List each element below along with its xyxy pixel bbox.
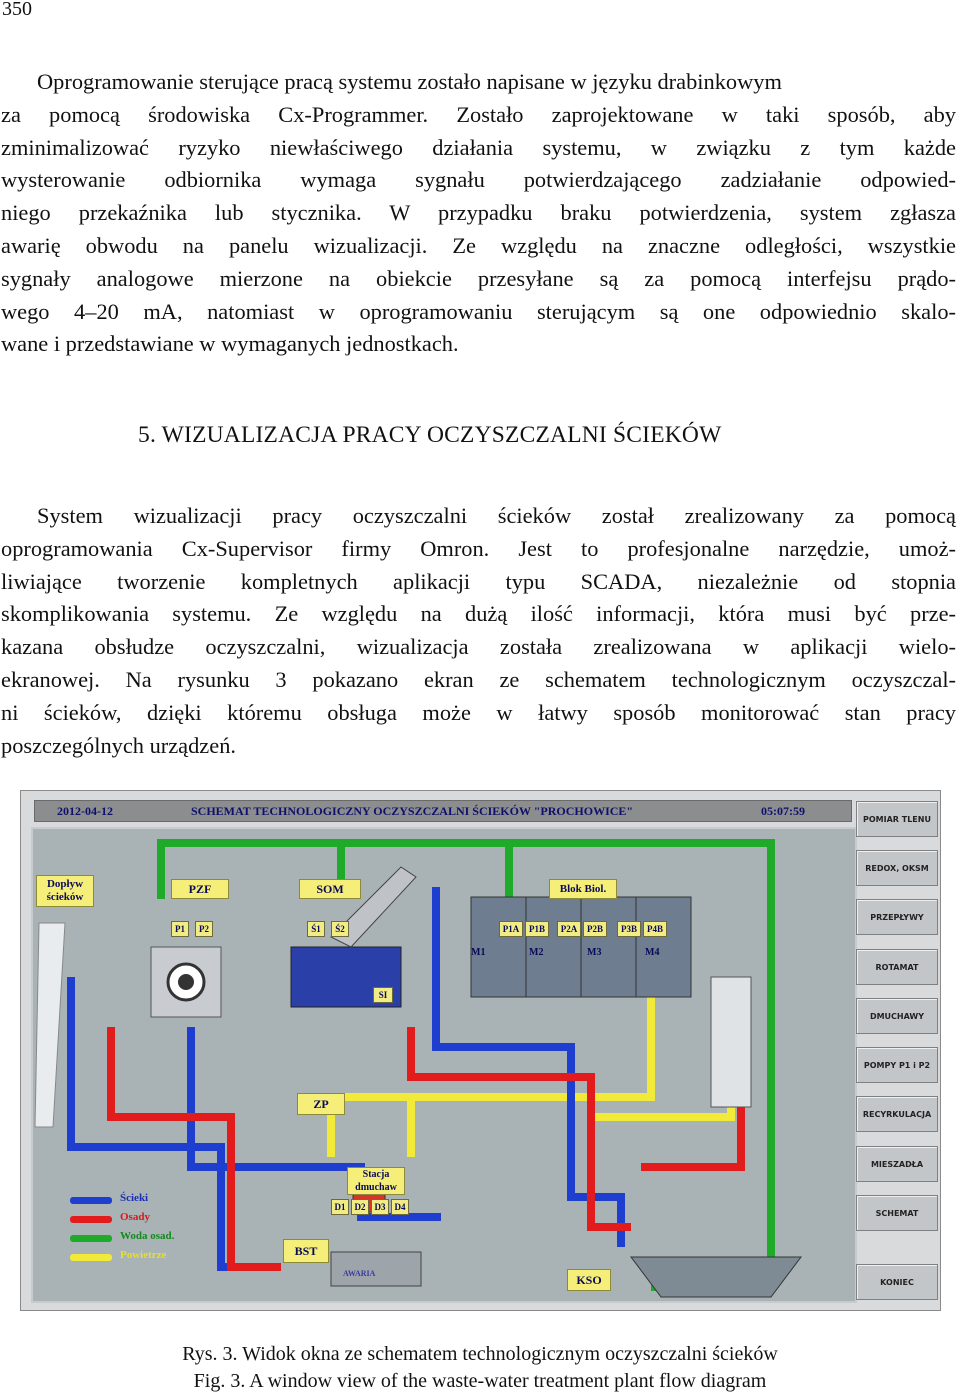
scada-time: 05:07:59 xyxy=(761,804,805,818)
legend-item: Osady xyxy=(70,1211,300,1229)
paragraph-line: System wizualizacji pracy oczyszczalni ś… xyxy=(37,503,956,528)
tag-p2b: P2B xyxy=(583,921,607,937)
tag-s1: Ś1 xyxy=(307,921,325,937)
tag-p1b: P1B xyxy=(525,921,549,937)
pipe-air xyxy=(327,987,735,1157)
tag-p4b: P4B xyxy=(643,921,667,937)
mixer-label: M2 xyxy=(529,947,544,958)
paragraph-line: oprogramowania Cx-Supervisor firmy Omron… xyxy=(1,535,956,561)
figure-caption-en: Fig. 3. A window view of the waste-water… xyxy=(193,1370,767,1392)
tag-si: SI xyxy=(373,987,393,1003)
screw-conveyor xyxy=(330,866,417,948)
nav-button-schema[interactable]: SCHEMAT xyxy=(856,1195,938,1231)
tag-p3b: P3B xyxy=(617,921,641,937)
scada-screenshot: 2012-04-12 SCHEMAT TECHNOLOGICZNY OCZYSZ… xyxy=(20,790,941,1311)
mixer-label: M3 xyxy=(587,947,602,958)
label-pzf: PZF xyxy=(171,879,229,899)
tag-d3: D3 xyxy=(371,1199,389,1215)
tag-p1: P1 xyxy=(171,921,189,937)
paragraph-line: wysterowanie odbiornika wymaga sygnału p… xyxy=(1,167,956,193)
inflow-channel xyxy=(34,922,66,1128)
nav-button-pumps[interactable]: POMPY P1 i P2 xyxy=(856,1047,938,1083)
tag-d2: D2 xyxy=(351,1199,369,1215)
label-bst: BST xyxy=(283,1239,329,1263)
paragraph-line: Oprogramowanie sterujące pracą systemu z… xyxy=(37,69,782,94)
pipe-network xyxy=(34,839,802,1298)
tag-d1: D1 xyxy=(331,1199,349,1215)
pipe-water xyxy=(157,839,513,911)
tag-p2: P2 xyxy=(195,921,213,937)
legend-item: Powietrze xyxy=(70,1249,300,1267)
blower-unit xyxy=(330,1251,422,1287)
paragraph-1: Oprogramowanie sterujące pracą systemu z… xyxy=(1,66,956,361)
kso-clarifier xyxy=(630,1256,802,1298)
paragraph-line: poszczególnych urządzeń. xyxy=(1,732,236,758)
tag-p2a: P2A xyxy=(557,921,581,937)
pipe-sludge xyxy=(407,1027,631,1231)
paragraph-line: niego przekaźnika lub stycznika. W przyp… xyxy=(1,200,956,226)
label-blower-station: Stacja dmuchaw xyxy=(347,1167,405,1195)
tag-s2: Ś2 xyxy=(331,921,349,937)
nav-button-oxygen[interactable]: POMIAR TLENU xyxy=(856,801,938,837)
legend-item: Woda osad. xyxy=(70,1230,300,1248)
nav-button-mixers[interactable]: MIESZADŁA xyxy=(856,1146,938,1182)
section-heading: 5. WIZUALIZACJA PRACY OCZYSZCZALNI ŚCIEK… xyxy=(138,422,722,448)
nav-button-exit[interactable]: KONIEC xyxy=(856,1264,938,1300)
nav-button-flows[interactable]: PRZEPŁYWY xyxy=(856,899,938,935)
pipe-sludge xyxy=(107,1027,281,1271)
pipe-sewage xyxy=(567,1127,625,1247)
mixer-label: M1 xyxy=(471,947,486,958)
column-filter xyxy=(710,976,752,1108)
nav-button-recirculation[interactable]: RECYRKULACJA xyxy=(856,1096,938,1132)
paragraph-line: ekranowej. Na rysunku 3 pokazano ekran z… xyxy=(1,666,956,692)
paragraph-line: wane i przedstawiane w wymaganych jednos… xyxy=(1,331,459,357)
scada-title: SCHEMAT TECHNOLOGICZNY OCZYSZCZALNI ŚCIE… xyxy=(191,804,634,818)
figure-caption-pl: Rys. 3. Widok okna ze schematem technolo… xyxy=(182,1343,778,1365)
paragraph-line: awarię obwodu na panelu wizualizacji. Ze… xyxy=(1,232,956,258)
label-kso: KSO xyxy=(567,1269,611,1291)
nav-button-blowers[interactable]: DMUCHAWY xyxy=(856,998,938,1034)
paragraph-line: liwiające tworzenie kompletnych aplikacj… xyxy=(1,568,956,594)
paragraph-line: ni ścieków, dzięki któremu obsługa może … xyxy=(1,699,956,725)
label-zp: ZP xyxy=(297,1093,345,1115)
nav-button-redox[interactable]: REDOX, OKSM xyxy=(856,850,938,886)
label-bio-block: Blok Biol. xyxy=(549,879,617,899)
label-som: SOM xyxy=(299,879,361,899)
label-inflow: Dopływ ścieków xyxy=(36,875,94,907)
page-number: 350 xyxy=(2,0,32,20)
paragraph-2: System wizualizacji pracy oczyszczalni ś… xyxy=(1,500,956,762)
scada-date: 2012-04-12 xyxy=(57,804,113,818)
scada-title-bar: 2012-04-12 SCHEMAT TECHNOLOGICZNY OCZYSZ… xyxy=(34,800,852,822)
pzf-unit xyxy=(150,946,222,1018)
mixer-label: M4 xyxy=(645,947,660,958)
pipe-water xyxy=(509,839,775,859)
nav-button-rotamat[interactable]: ROTAMAT xyxy=(856,949,938,985)
paragraph-line: zminimalizować ryzyko niewłaściwego dzia… xyxy=(1,134,956,160)
tag-d4: D4 xyxy=(391,1199,409,1215)
pipe-sewage xyxy=(432,887,575,1127)
paragraph-line: sygnały analogowe mierzone na obiekcie p… xyxy=(1,265,956,291)
paragraph-line: skomplikowania systemu. Ze względu na du… xyxy=(1,601,956,627)
legend-item: Ścieki xyxy=(70,1192,300,1210)
pipe-legend: Ścieki Osady Woda osad. Powietrze xyxy=(70,1186,300,1276)
label-alarm: AWARIA xyxy=(343,1269,376,1278)
tag-p1a: P1A xyxy=(499,921,523,937)
paragraph-line: wego 4–20 mA, natomiast w oprogramowaniu… xyxy=(1,298,956,324)
paragraph-line: za pomocą środowiska Cx-Programmer. Zost… xyxy=(1,101,956,127)
paragraph-line: kazana obsłudze oczyszczalni, wizualizac… xyxy=(1,634,956,660)
